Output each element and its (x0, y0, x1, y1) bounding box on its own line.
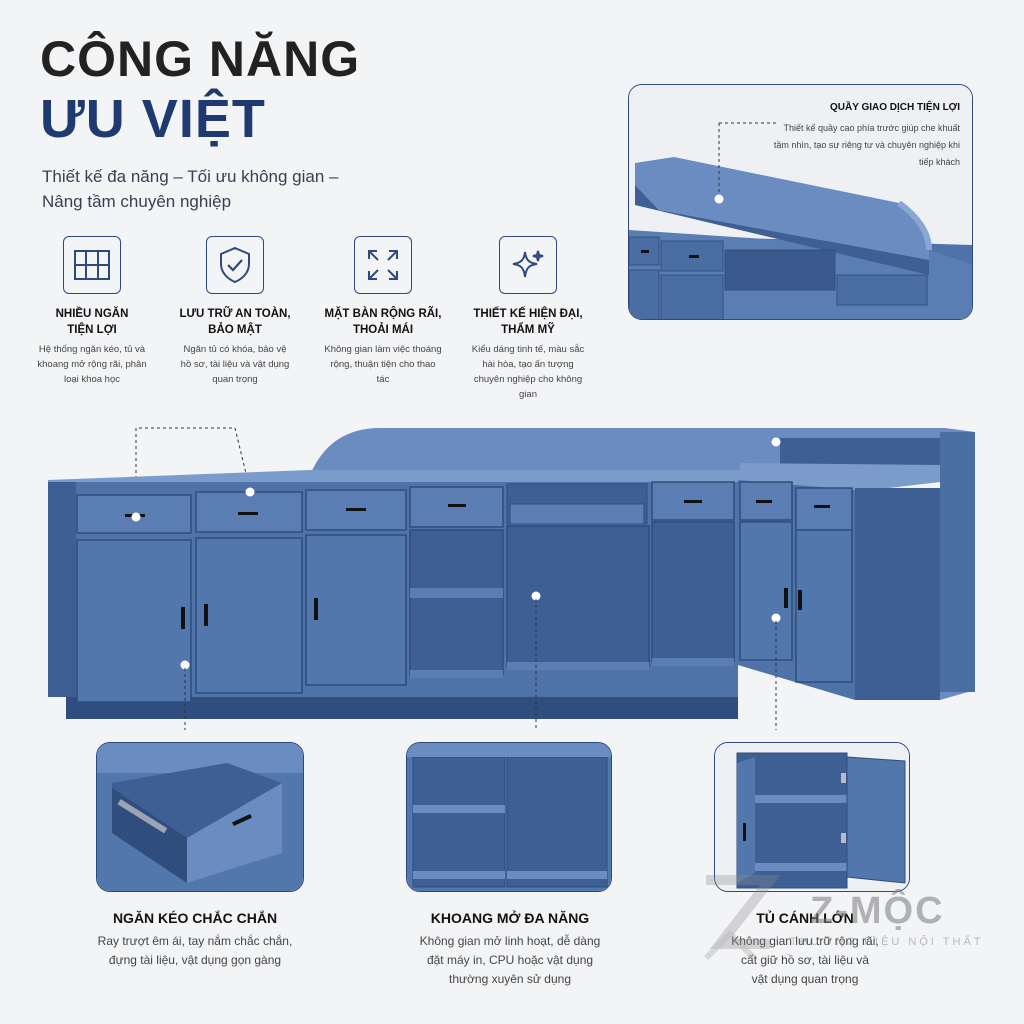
feature-desc: Kiểu dáng tinh tế, màu sắc hài hòa, tạo … (471, 344, 585, 400)
page-subtitle: Thiết kế đa năng – Tối ưu không gian – N… (42, 167, 339, 211)
feature-security: LƯU TRỮ AN TOÀN,BẢO MẬT Ngăn tủ có khóa,… (160, 236, 310, 387)
reception-desk-illustration (48, 427, 975, 730)
page-title-line1: CÔNG NĂNG (40, 31, 361, 87)
sparkle-icon (499, 236, 557, 294)
open-compartment-detail-panel (406, 742, 612, 892)
counter-callout-title: QUẦY GIAO DỊCH TIỆN LỢI (829, 102, 960, 113)
cabinet-desc: Không gian lưu trữ rộng rãi,cất giữ hồ s… (731, 934, 879, 986)
cabinet-detail-panel (714, 742, 910, 892)
drawer-desc: Ray trượt êm ái, tay nắm chắc chắn,đựng … (97, 934, 293, 967)
feature-title: MẶT BÀN RỘNG RÃI,THOẢI MÁI (324, 308, 442, 336)
counter-detail-panel (628, 84, 973, 320)
brand-logo-icon (703, 875, 780, 961)
counter-illustration (629, 85, 972, 319)
compartment-title: KHOANG MỞ ĐA NĂNG (430, 910, 590, 926)
brand-watermark: Z-MỘC THƯƠNG HIỆU NỘI THẤT (700, 874, 1000, 974)
feature-desc: Không gian làm việc thoáng rộng, thuận t… (324, 344, 442, 385)
feature-title: LƯU TRỮ AN TOÀN,BẢO MẬT (179, 308, 291, 336)
page-title-line2: ƯU VIỆT (40, 89, 266, 149)
grid-icon (63, 236, 121, 294)
shield-check-icon (206, 236, 264, 294)
feature-desc: Ngăn tủ có khóa, bảo vệ hồ sơ, tài liệu … (180, 344, 290, 385)
drawer-title: NGĂN KÉO CHẮC CHẮN (112, 910, 278, 926)
counter-callout-desc: Thiết kế quầy cao phía trước giúp che kh… (773, 123, 960, 167)
feature-desc: Hệ thống ngăn kéo, tủ và khoang mở rộng … (37, 344, 147, 385)
brand-name: Z-MỘC (810, 890, 945, 932)
feature-space: MẶT BÀN RỘNG RÃI,THOẢI MÁI Không gian là… (308, 236, 458, 387)
expand-icon (354, 236, 412, 294)
feature-title: THIẾT KẾ HIỆN ĐẠI,THẨM MỸ (473, 308, 583, 336)
cabinet-title: TỦ CÁNH LỚN (756, 910, 854, 926)
brand-tagline: THƯƠNG HIỆU NỘI THẤT (790, 936, 984, 948)
feature-design: THIẾT KẾ HIỆN ĐẠI,THẨM MỸ Kiểu dáng tinh… (453, 236, 603, 402)
drawer-detail-panel (96, 742, 304, 892)
